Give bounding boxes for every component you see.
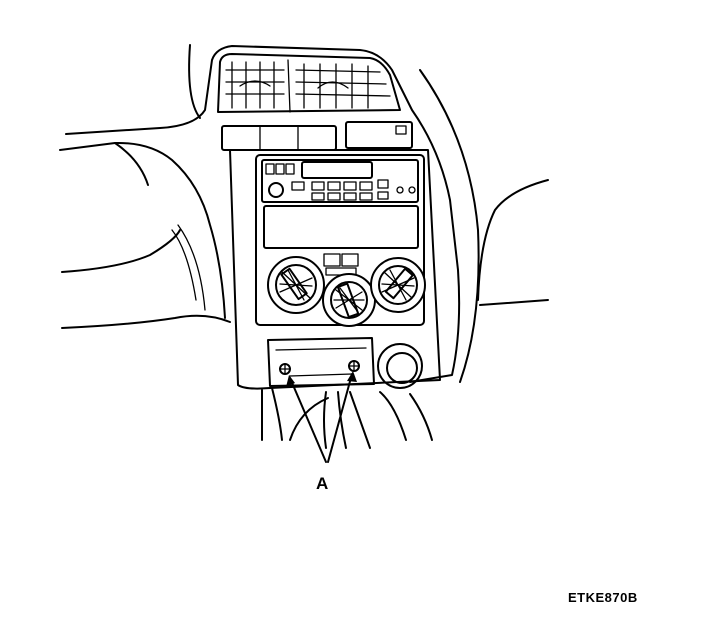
storage-slot [263,205,419,249]
screw-right [348,360,360,372]
cup-holder [377,343,423,389]
lower-console [267,337,423,389]
mode-knob [322,273,376,327]
switch-panel-row [221,121,413,151]
center-air-vents [217,53,401,113]
screw-left [279,363,291,375]
callout-label-a: A [316,474,329,493]
figure-code: ETKE870B [568,590,638,605]
temperature-knob [370,257,426,313]
floor-console [261,387,433,449]
dashboard-shell [59,44,549,383]
fan-speed-knob [267,256,325,314]
climate-control-panel [267,253,426,327]
callout-arrows [286,371,357,463]
audio-unit [261,159,419,203]
